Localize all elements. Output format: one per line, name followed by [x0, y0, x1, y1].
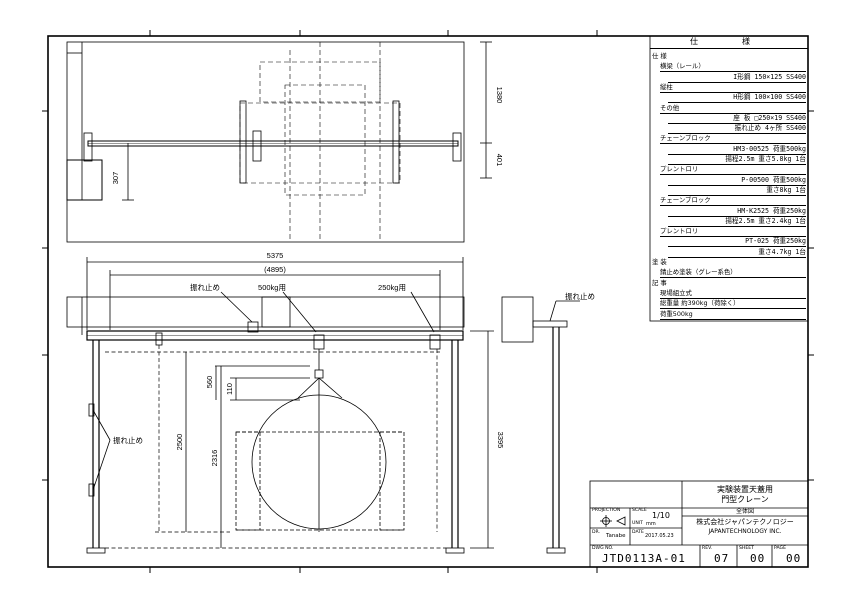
- spec-row: HM-K2525 荷重250kg: [668, 206, 806, 217]
- sheet-label: SHEET: [739, 546, 754, 551]
- date-value: 2017.05.23: [645, 533, 674, 539]
- dim-plan-small: 307: [111, 172, 120, 185]
- spec-header: 仕 様: [650, 36, 808, 49]
- label-sway-stop-top: 振れ止め: [190, 282, 220, 292]
- spec-row: 横梁（レール）: [660, 61, 806, 73]
- dwg-no-label: DWG NO.: [592, 546, 614, 551]
- spec-row: 仕 様: [652, 52, 667, 60]
- unit-label: UNIT: [632, 521, 643, 526]
- spec-row: その他: [660, 103, 806, 114]
- dim-rail-span: (4895): [264, 265, 286, 274]
- plan-view: [66, 41, 492, 243]
- spec-row: P-00500 荷重500kg: [668, 175, 806, 186]
- spec-row: 塗 装: [652, 258, 667, 266]
- scale-label: SCALE: [632, 508, 647, 513]
- rev-value: 07: [714, 552, 730, 565]
- dim-lift-a: 2500: [175, 434, 184, 451]
- spec-row: 錆止め塗装（グレー系色）: [660, 267, 806, 279]
- spec-table-frame: [649, 35, 809, 322]
- sheet-value: 00: [750, 552, 766, 565]
- title-line-2: 門型クレーン: [721, 495, 769, 504]
- dim-plan-height: 1380: [495, 87, 504, 104]
- front-view: [66, 257, 494, 554]
- spec-row: I形鋼 150×125 SS400: [668, 72, 806, 83]
- dim-plan-offset: 401: [495, 154, 504, 167]
- spec-row: H形鋼 100×100 SS400: [668, 92, 806, 104]
- spec-row: 現場組立式: [660, 288, 806, 299]
- spec-row: 揚程2.5m 重さ2.4kg 1台: [668, 216, 806, 227]
- company-name-en: JAPANTECHNOLOGY INC.: [708, 528, 782, 535]
- label-sway-stop-side: 振れ止め: [565, 291, 595, 301]
- side-view: [501, 296, 580, 554]
- spec-row: 縦柱: [660, 82, 806, 93]
- date-label: DATE: [632, 530, 644, 535]
- scale-value: 1/10: [652, 511, 670, 520]
- page-label: PAGE: [774, 546, 786, 551]
- spec-row: 重さ8kg 1台: [668, 185, 806, 196]
- title-block: 実験装置天蓋用 門型クレーン 全体図 株式会社ジャパンテクノロジー JAPANT…: [590, 481, 808, 567]
- drawn-by: Tanabe: [606, 533, 626, 539]
- spec-row: 座 板 □250×19 SS400: [668, 113, 806, 124]
- label-sway-stop-left: 振れ止め: [113, 435, 143, 445]
- dim-lift-b: 2316: [210, 450, 219, 467]
- spec-row: HM3-00525 荷重500kg: [668, 144, 806, 155]
- spec-row: プレントロリ: [660, 226, 806, 238]
- unit-value: mm: [646, 521, 656, 527]
- dwg-no: JTD0113A-01: [602, 552, 686, 565]
- spec-row: チェーンブロック: [660, 133, 806, 145]
- spec-row: 記 事: [652, 278, 667, 287]
- spec-row: 振れ止め 4ヶ所 SS400: [668, 123, 806, 135]
- dim-total-height: 3395: [496, 432, 505, 449]
- label-load-500: 500kg用: [258, 283, 286, 292]
- spec-row: 重さ4.7kg 1台: [668, 247, 806, 258]
- dim-hook-b: 110: [225, 383, 234, 395]
- spec-row: 荷重500kg: [660, 309, 806, 320]
- drawn-by-label: DR.: [592, 530, 601, 535]
- spec-row: 総重量 約390kg（荷除く）: [660, 298, 806, 310]
- title-line-1: 実験装置天蓋用: [717, 485, 773, 494]
- dim-overall-span: 5375: [267, 251, 284, 260]
- drawing-name: 全体図: [735, 508, 754, 515]
- spec-row: プレントロリ: [660, 164, 806, 176]
- projection-label: PROJECTION: [592, 508, 621, 513]
- dim-hook-a: 560: [205, 376, 214, 389]
- title-block-frame: [589, 480, 809, 568]
- label-load-250: 250kg用: [378, 283, 406, 292]
- rev-label: REV.: [702, 546, 713, 551]
- spec-row: チェーンブロック: [660, 195, 806, 207]
- company-name-jp: 株式会社ジャパンテクノロジー: [696, 518, 794, 526]
- spec-row: PT-025 荷重250kg: [668, 236, 806, 248]
- page-value: 00: [786, 552, 802, 565]
- spec-row: 揚程2.5m 重さ5.8kg 1台: [668, 154, 806, 165]
